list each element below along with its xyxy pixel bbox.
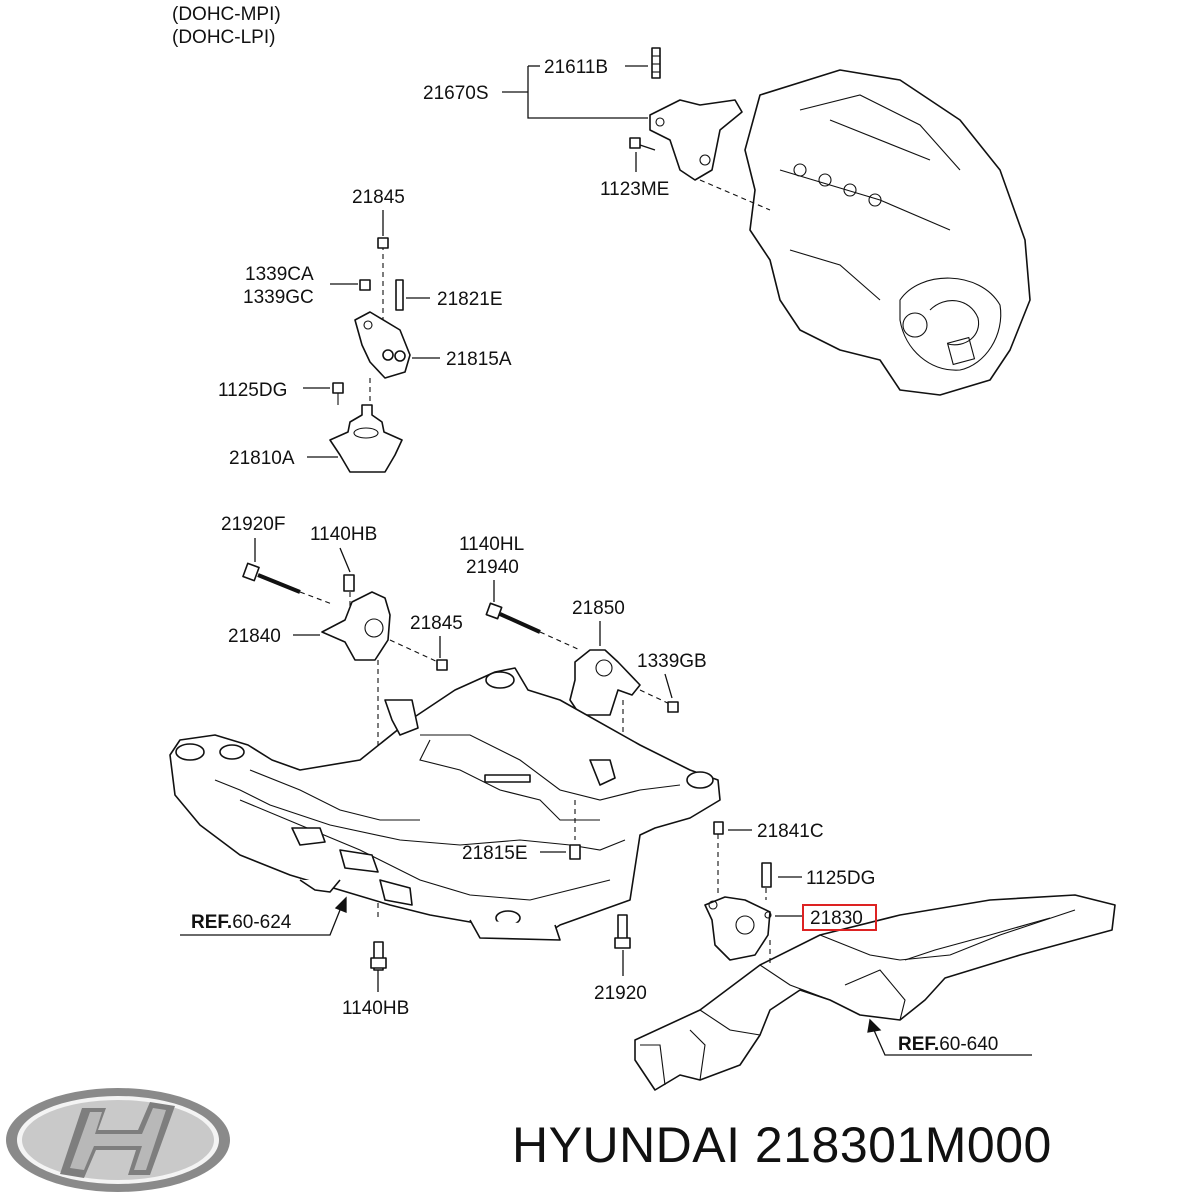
part-label-21841c: 21841C [757, 821, 824, 842]
part-label-21920f: 21920F [221, 514, 285, 535]
part-label-21611b: 21611B [544, 57, 608, 78]
part-label-21821e: 21821E [437, 289, 503, 310]
part-label-21830[interactable]: 21830 [810, 908, 863, 929]
part-label-1140hb-bottom: 1140HB [342, 998, 409, 1019]
part-label-21845-top: 21845 [352, 187, 405, 208]
mount-21830[interactable] [704, 821, 772, 965]
bolt-1140hb-bottom [370, 941, 387, 971]
mount-21850 [485, 602, 679, 790]
part-label-1140hb-top: 1140HB [310, 524, 377, 545]
part-label-21840: 21840 [228, 626, 281, 647]
part-label-21850: 21850 [572, 598, 625, 619]
reference-label-2: REF.60-640 [898, 1034, 998, 1055]
bracket-21670s [629, 47, 771, 211]
highlighted-part-box[interactable] [802, 904, 877, 931]
variant-label-lpi: (DOHC-LPI) [172, 27, 275, 48]
variant-label-mpi: (DOHC-MPI) [172, 4, 281, 25]
part-label-1339gc: 1339GC [243, 287, 314, 308]
reference-label-1: REF.60-624 [191, 912, 292, 933]
part-label-1125dg-right: 1125DG [806, 868, 875, 889]
part-label-1339ca: 1339CA [245, 264, 314, 285]
side-member [634, 894, 1116, 1091]
part-label-21845-mid: 21845 [410, 613, 463, 634]
subframe [169, 667, 721, 941]
part-label-21815e: 21815E [462, 843, 528, 864]
mount-stack-left [329, 237, 411, 473]
hyundai-logo-icon [6, 1088, 230, 1192]
part-label-1123me: 1123ME [600, 179, 669, 200]
part-label-21670s: 21670S [423, 83, 489, 104]
part-label-1339gb: 1339GB [637, 651, 707, 672]
engine-block [744, 69, 1031, 396]
part-label-21815a: 21815A [446, 349, 512, 370]
bolt-21920 [614, 914, 631, 949]
part-label-1140hl: 1140HL [459, 534, 524, 555]
brand-part-number-caption: HYUNDAI 218301M000 [512, 1117, 1052, 1173]
part-label-21940: 21940 [466, 557, 519, 578]
part-label-1125dg-left: 1125DG [218, 380, 287, 401]
part-label-21810a: 21810A [229, 448, 295, 469]
part-label-21920: 21920 [594, 983, 647, 1004]
